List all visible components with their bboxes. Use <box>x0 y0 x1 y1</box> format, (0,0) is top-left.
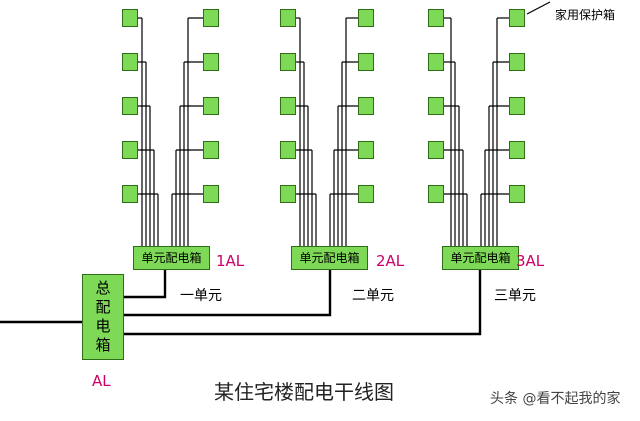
household-box <box>428 185 444 203</box>
household-box <box>280 9 296 27</box>
unit-distribution-box-1: 单元配电箱 <box>133 246 210 270</box>
household-box <box>203 53 219 71</box>
household-box <box>428 9 444 27</box>
unit-name-3: 三单元 <box>494 288 536 304</box>
household-box <box>203 185 219 203</box>
unit-distribution-box-3: 单元配电箱 <box>442 246 519 270</box>
household-box <box>358 97 374 115</box>
household-box <box>203 9 219 27</box>
household-box-label: 家用保护箱 <box>555 8 616 22</box>
household-box <box>280 185 296 203</box>
household-box <box>509 53 525 71</box>
household-box <box>428 141 444 159</box>
household-box <box>358 9 374 27</box>
household-box <box>509 9 525 27</box>
household-box <box>509 185 525 203</box>
household-box <box>428 97 444 115</box>
household-box <box>280 97 296 115</box>
unit-code-1: 1AL <box>216 252 245 270</box>
household-box <box>358 185 374 203</box>
household-box <box>122 97 138 115</box>
household-box <box>122 185 138 203</box>
unit-code-2: 2AL <box>376 252 405 270</box>
household-box <box>280 141 296 159</box>
household-box <box>358 53 374 71</box>
watermark: 头条 @看不起我的家 <box>490 391 621 407</box>
main-distribution-box: 总配电箱 <box>82 274 124 360</box>
main-box-text: 总配电箱 <box>95 279 111 354</box>
main-box-code: AL <box>92 372 111 390</box>
household-box <box>509 141 525 159</box>
household-box <box>122 9 138 27</box>
diagram-title: 某住宅楼配电干线图 <box>214 380 394 404</box>
household-box <box>509 97 525 115</box>
household-box <box>280 53 296 71</box>
unit-code-3: 3AL <box>516 252 545 270</box>
household-box <box>203 97 219 115</box>
unit-name-2: 二单元 <box>352 288 394 304</box>
household-box <box>428 53 444 71</box>
unit-name-1: 一单元 <box>180 288 222 304</box>
household-box <box>203 141 219 159</box>
household-box <box>358 141 374 159</box>
household-box <box>122 141 138 159</box>
unit-distribution-box-2: 单元配电箱 <box>291 246 368 270</box>
household-box <box>122 53 138 71</box>
